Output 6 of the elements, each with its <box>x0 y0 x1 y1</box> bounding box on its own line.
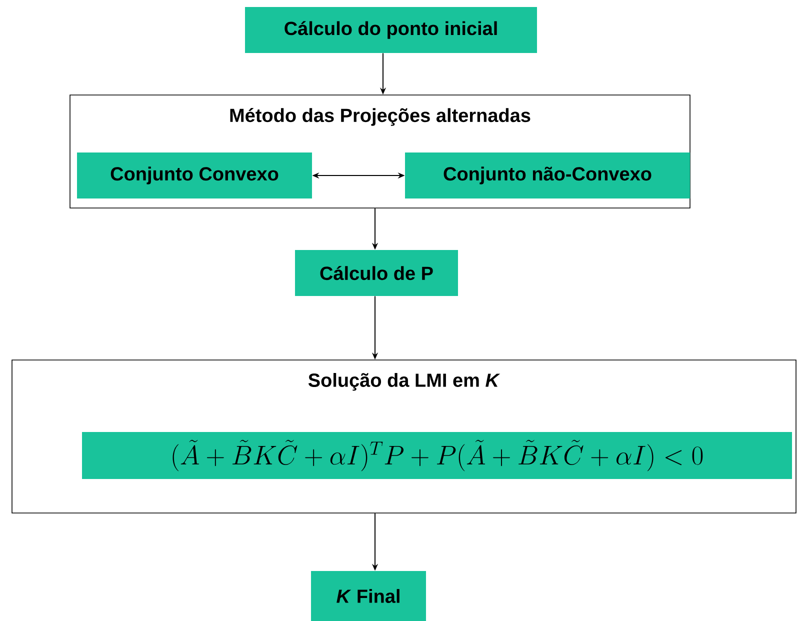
process-box: Cálculo do ponto inicial <box>245 7 537 53</box>
process-box: Cálculo de P <box>295 250 458 296</box>
process-box: K Final <box>311 571 426 621</box>
process-box: Conjunto não-Convexo <box>405 152 690 198</box>
process-box: Conjunto Convexo <box>77 152 312 198</box>
formula-box: $(\tilde{A} + \tilde{B} K \tilde{C} + \alpha I)^{T} P + P(\tilde{A} + \tilde{B} K \tilde{C} + \alpha I) < 0$ <box>82 432 792 479</box>
